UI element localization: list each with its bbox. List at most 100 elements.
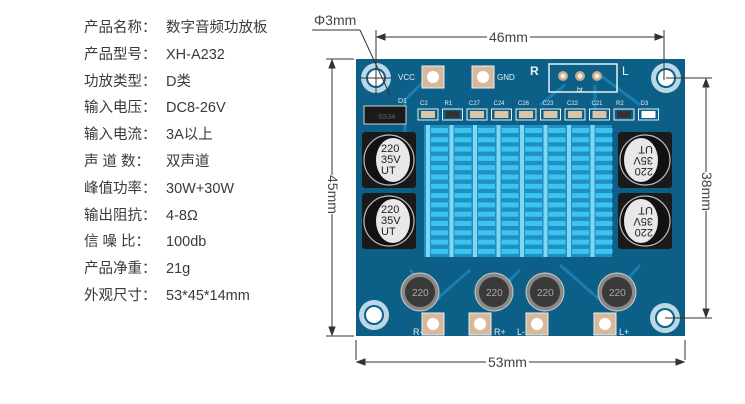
spec-row: 输入电流：3A以上 — [84, 125, 213, 145]
spec-row: 声 道 数： 双声道 — [84, 152, 210, 172]
heatsink-fin — [454, 174, 472, 180]
spec-row: 产品型号：XH-A232 — [84, 45, 225, 65]
heatsink-fin — [431, 128, 448, 133]
heatsink-fin — [431, 202, 448, 208]
heatsink-fin — [478, 174, 495, 180]
component-label: C24 — [494, 101, 506, 107]
spec-row: 输入电压：DC8-26V — [84, 98, 226, 118]
smd-component: R1 — [442, 101, 463, 121]
heatsink-fin — [454, 193, 472, 199]
capacitor-marking: 35V — [381, 215, 401, 227]
heatsink-fin — [478, 202, 495, 208]
heatsink-fin — [454, 155, 472, 161]
heatsink-fin — [431, 183, 448, 189]
heatsink-fin — [478, 211, 495, 217]
heatsink-fin — [572, 146, 589, 152]
heatsink-fin — [454, 211, 472, 217]
diode-label: D1 — [398, 98, 407, 105]
spec-value: 双声道 — [166, 154, 210, 170]
heatsink-fin — [595, 211, 613, 217]
heatsink-fin — [525, 202, 542, 208]
heatsink-fin — [595, 239, 613, 245]
r-channel-label: R — [530, 64, 539, 78]
spec-value: 21g — [166, 261, 191, 278]
capacitor-marking: 220 — [381, 143, 399, 155]
heatsink-fin — [501, 230, 519, 236]
heatsink-fin — [454, 230, 472, 236]
heatsink-fin — [548, 155, 566, 161]
heatsink-fin — [525, 137, 542, 143]
heatsink-fin — [548, 248, 566, 254]
heatsink-fin — [501, 146, 519, 152]
spec-value: 100db — [166, 234, 207, 251]
spec-row: 产品净重：21g — [84, 259, 190, 279]
output-pads: R-R+L-L+ — [413, 312, 629, 337]
heatsink-fin — [431, 155, 448, 161]
heatsink-fin — [572, 211, 589, 217]
spec-label: 声 道 数： — [84, 154, 151, 170]
heatsink-fin — [501, 183, 519, 189]
heatsink-fin — [478, 221, 495, 226]
heatsink-fin — [548, 193, 566, 199]
heatsink-fin — [595, 248, 613, 254]
mounting-hole-icon — [359, 300, 389, 330]
heatsink-fin — [572, 128, 589, 133]
smd-component: C24 — [491, 101, 512, 121]
capacitor-marking: 35V — [381, 154, 401, 166]
component-label: C2 — [420, 101, 428, 107]
heatsink-fin — [478, 239, 495, 245]
capacitor-marking: 220 — [381, 204, 399, 216]
heatsink-fin — [548, 146, 566, 152]
heatsink-fin — [454, 128, 472, 133]
heatsink-fin — [431, 146, 448, 152]
heatsink-fin — [449, 125, 454, 257]
heatsink-fin — [548, 239, 566, 245]
heatsink-fin — [501, 128, 519, 133]
heatsink-fin — [572, 230, 589, 236]
heatsink-fin — [548, 221, 566, 226]
heatsink-fin — [501, 193, 519, 199]
smd-component: C21 — [589, 101, 610, 121]
heatsink-fin — [595, 137, 613, 143]
heatsink-fin — [548, 137, 566, 143]
heatsink-fin — [572, 174, 589, 180]
diode-marking: SS34 — [378, 114, 395, 121]
heatsink-fin — [454, 137, 472, 143]
heatsink-fin — [572, 183, 589, 189]
smd-component: R2 — [613, 101, 635, 121]
smd-component: C2 — [417, 101, 439, 121]
heatsink-fin — [567, 125, 571, 257]
heatsink-fin — [454, 202, 472, 208]
spec-label: 信 噪 比： — [84, 234, 151, 251]
output-pad: L+ — [593, 312, 629, 337]
spec-row: 信 噪 比： 100db — [84, 232, 206, 252]
output-pad: R+ — [468, 312, 506, 337]
smd-component: C22 — [564, 101, 586, 121]
spec-label: 输入电流： — [84, 127, 157, 144]
heatsink-fin — [595, 193, 613, 199]
capacitor-marking: 35V — [633, 215, 653, 227]
diode-d1 — [363, 105, 407, 125]
heatsink-fin — [454, 239, 472, 245]
heatsink-fin — [426, 125, 430, 257]
output-label: L- — [517, 327, 525, 337]
capacitor-marking: UT — [381, 165, 396, 177]
spec-value: 数字音频功放板 — [166, 20, 268, 36]
spec-value: 30W+30W — [166, 180, 235, 197]
power-pads — [421, 65, 495, 89]
heatsink-fin — [478, 155, 495, 161]
heatsink-fin — [595, 202, 613, 208]
heatsink-fin — [431, 165, 448, 171]
smd-component: D3 — [638, 101, 659, 121]
spec-label: 功放类型： — [84, 73, 157, 90]
heatsink-fin — [431, 239, 448, 245]
heatsink-fin — [548, 128, 566, 133]
l-channel-label: L — [622, 64, 629, 78]
heatsink-fin — [520, 125, 524, 257]
heatsink-fin — [525, 193, 542, 199]
